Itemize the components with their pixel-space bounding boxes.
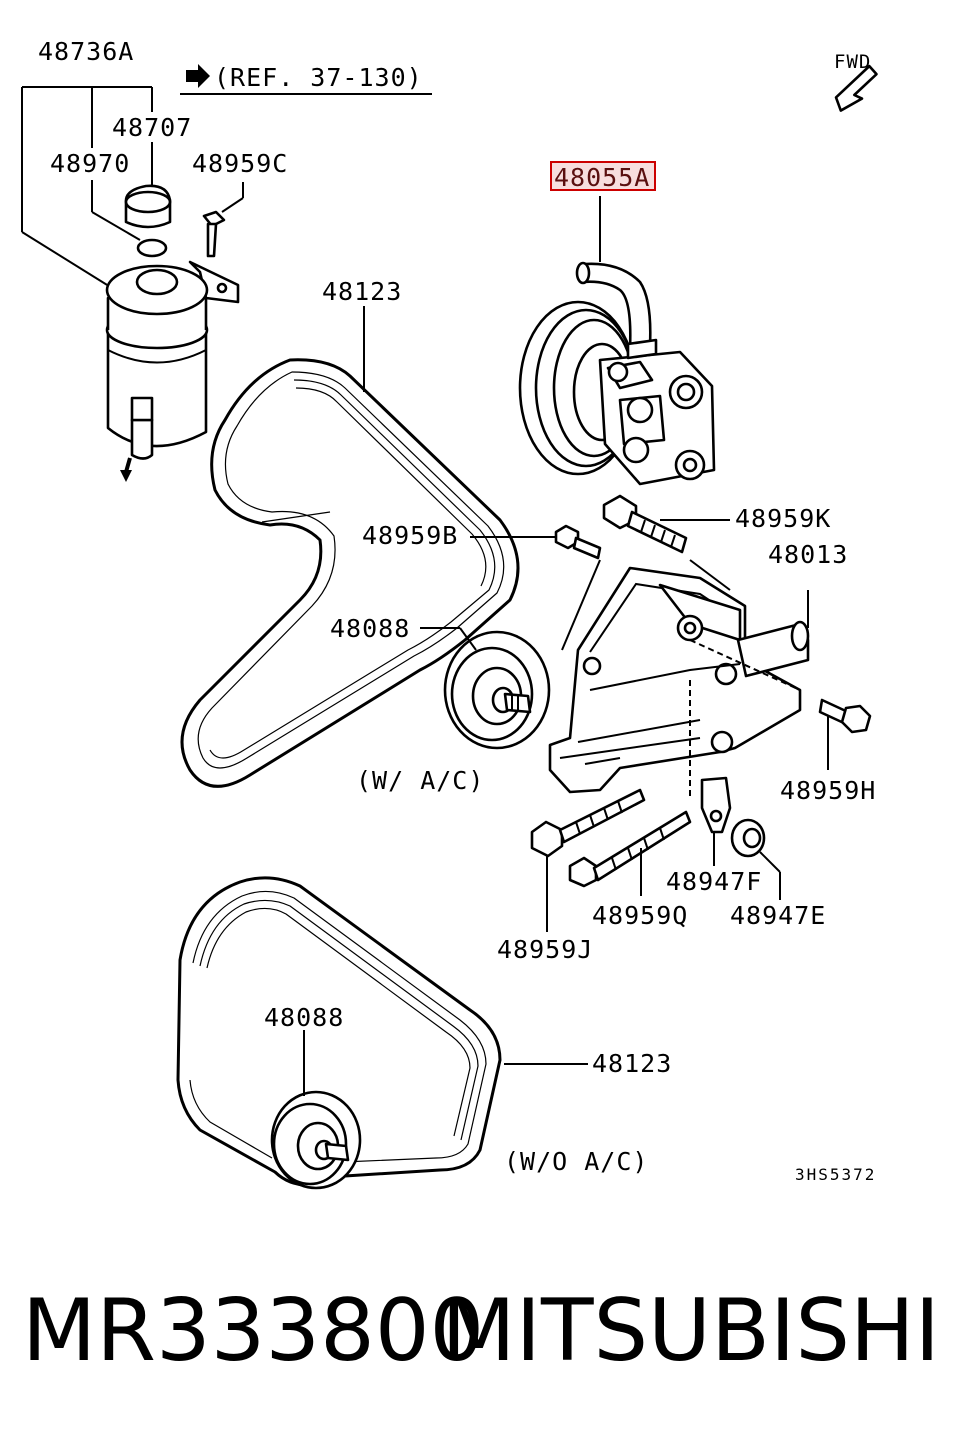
belt-upper-illustration xyxy=(180,358,520,788)
callout-48088-upper: 48088 xyxy=(330,614,410,643)
callout-48959q: 48959Q xyxy=(592,901,688,930)
leader-lines xyxy=(363,306,588,1065)
callout-48959c: 48959C xyxy=(192,149,288,178)
bracket-illustration xyxy=(470,494,872,800)
idler-pulley-upper-illustration xyxy=(443,630,551,750)
fasteners-illustration xyxy=(530,776,781,932)
callout-48123-lower: 48123 xyxy=(592,1049,672,1078)
callout-48947f: 48947F xyxy=(666,867,762,896)
idler-pulley-lower-illustration xyxy=(270,1030,362,1190)
callout-48055a[interactable]: 48055A xyxy=(554,163,650,192)
highlight-box xyxy=(550,161,656,191)
callout-48959h: 48959H xyxy=(780,776,876,805)
callout-48959k: 48959K xyxy=(735,504,831,533)
variant-with-ac: (W/ A/C) xyxy=(356,766,484,795)
callout-48970: 48970 xyxy=(50,149,130,178)
reference-note: (REF. 37-130) xyxy=(214,63,423,92)
fwd-label: FWD xyxy=(834,51,871,73)
drawing-code: 3HS5372 xyxy=(795,1165,876,1184)
belt-lower-illustration xyxy=(176,876,502,1187)
footer: MR333800 MITSUBISHI xyxy=(0,1288,960,1398)
reference-arrow-icon xyxy=(180,64,432,95)
callout-48959j: 48959J xyxy=(497,935,593,964)
variant-without-ac: (W/O A/C) xyxy=(504,1147,648,1176)
parts-diagram: 48736A 48707 48970 48959C (REF. 37-130) … xyxy=(21,37,878,1190)
power-steering-pump-illustration xyxy=(518,196,716,486)
callout-48013: 48013 xyxy=(768,540,848,569)
fwd-arrow-icon xyxy=(834,64,878,112)
part-number: MR333800 xyxy=(22,1281,485,1381)
callout-48947e: 48947E xyxy=(730,901,826,930)
callout-48707: 48707 xyxy=(112,113,192,142)
callout-48123-upper: 48123 xyxy=(322,277,402,306)
callout-48959b: 48959B xyxy=(362,521,458,550)
callout-48088-lower: 48088 xyxy=(264,1003,344,1032)
reservoir-illustration xyxy=(21,86,244,482)
brand-name: MITSUBISHI xyxy=(441,1281,940,1381)
callout-48736a: 48736A xyxy=(38,37,134,66)
